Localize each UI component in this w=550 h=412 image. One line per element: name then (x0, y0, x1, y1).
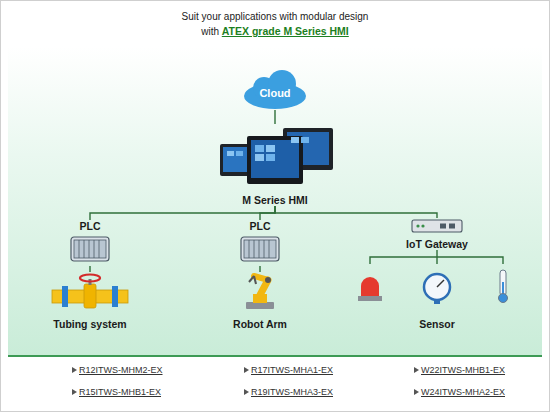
node-label: PLC (250, 220, 271, 232)
tubing-icon (52, 275, 128, 309)
node-label: PLC (80, 220, 101, 232)
cloud-shape (244, 70, 306, 109)
node-label: Tubing system (53, 318, 126, 330)
tree-connector (89, 266, 90, 272)
model-link: R19ITWS-MHA3-EX (251, 387, 333, 397)
plc-icon (71, 237, 109, 261)
tree-connector (259, 266, 260, 272)
model-link: R12ITWS-MHM2-EX (79, 365, 163, 375)
sensor-node: Sensor (350, 264, 524, 330)
panel-rule (8, 355, 542, 357)
tree-connector (90, 206, 275, 220)
plc-icon (241, 237, 279, 261)
model-link: W22ITWS-MHB1-EX (421, 365, 505, 375)
green-panel (8, 46, 542, 356)
node-label: Robot Arm (233, 318, 287, 330)
gauge-icon (424, 274, 450, 304)
model-link: R17ITWS-MHA1-EX (251, 365, 333, 375)
thermometer-icon (499, 270, 508, 303)
title-text: with (201, 26, 219, 37)
gateway-device (412, 220, 462, 232)
title-link: ATEX grade M Series HMI (222, 25, 349, 37)
tree-connector (274, 110, 275, 124)
cloud-node: Cloud (244, 70, 306, 110)
hmi-node: M Series HMI (205, 124, 345, 206)
title-line: with ATEX grade M Series HMI (0, 25, 550, 37)
node-label: Cloud (259, 87, 290, 99)
hmi-monitors (220, 128, 333, 184)
gateway-node: IoT Gateway (395, 218, 479, 250)
plc-node: PLC (232, 220, 288, 266)
page-title: Suit your applications with modular desi… (0, 11, 550, 22)
model-link: W24ITWS-MHA2-EX (421, 387, 505, 397)
node-label: Sensor (419, 318, 455, 330)
device-node: Robot Arm (215, 272, 305, 330)
node-label: M Series HMI (242, 194, 307, 206)
node-label: IoT Gateway (406, 238, 468, 250)
plc-node: PLC (62, 220, 118, 266)
model-link: R15ITWS-MHB1-EX (79, 387, 161, 397)
device-node: Tubing system (45, 272, 135, 330)
tree-connector (436, 250, 437, 264)
robot-arm-icon (246, 276, 274, 309)
alarm-light-icon (358, 277, 382, 301)
tree-connector (275, 206, 437, 218)
tree-connector (260, 206, 275, 220)
